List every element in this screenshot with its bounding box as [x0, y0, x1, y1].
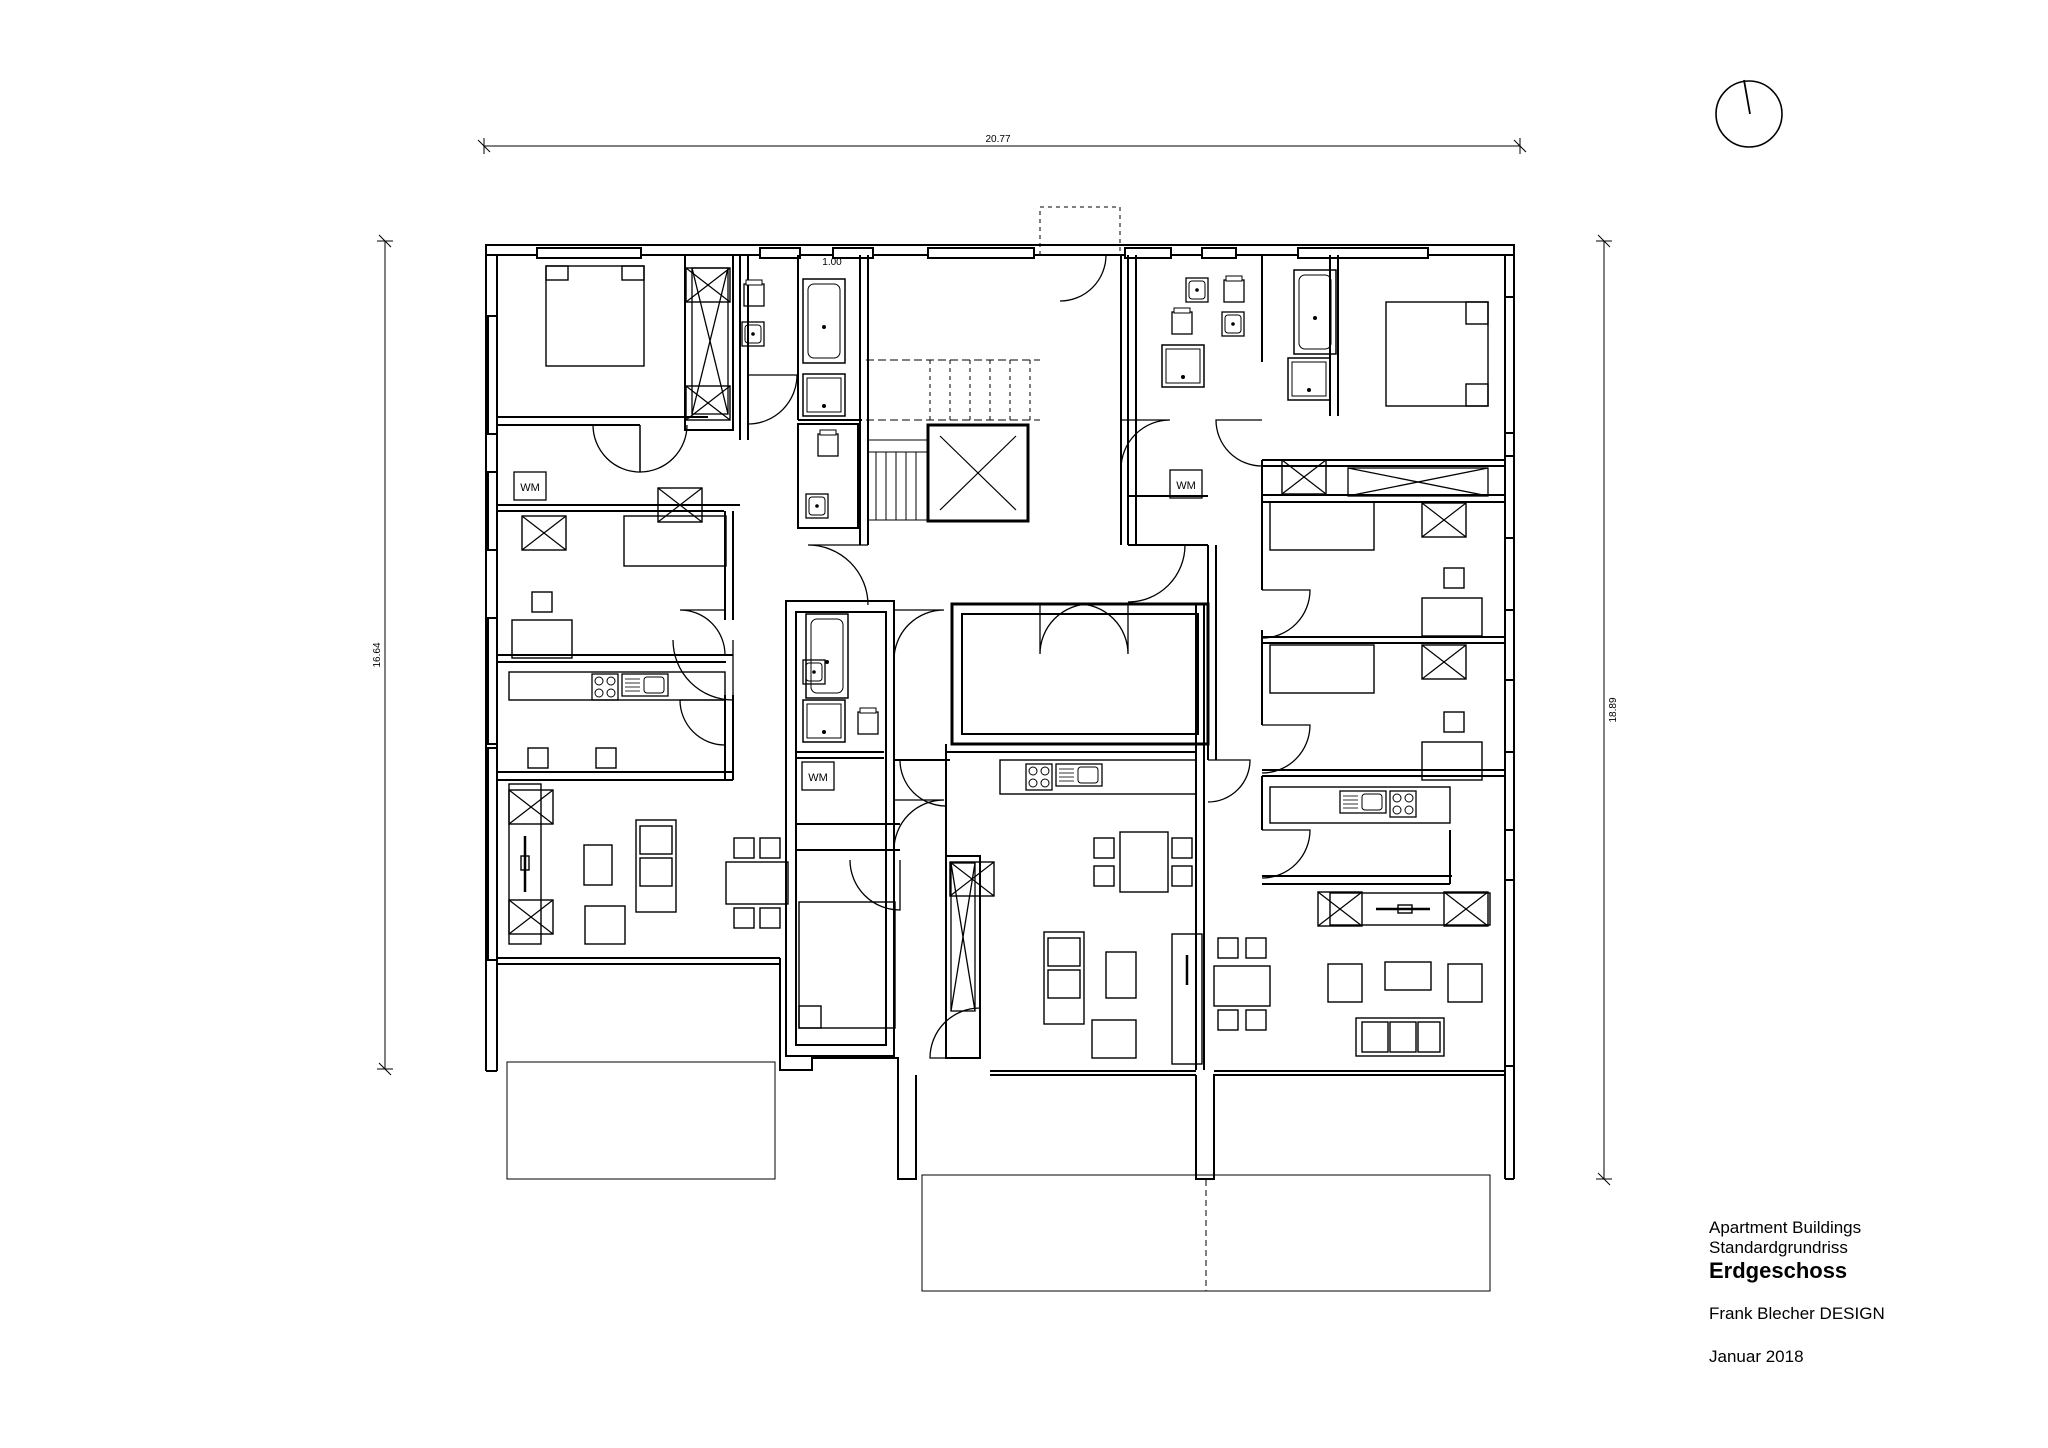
desk-6: [1421, 741, 1483, 781]
bathroom-fixtures: [741, 269, 1337, 743]
furniture: [508, 265, 1491, 1065]
desk-1: [623, 515, 727, 567]
sofa-mid: [1043, 931, 1085, 1025]
wm-label-3: WM: [808, 772, 828, 784]
bed-top-right: [1385, 301, 1489, 407]
dimension-right-height: 18.89: [1608, 697, 1619, 722]
dining-right-left: [1213, 965, 1271, 1007]
armchair-mid: [1091, 1019, 1137, 1059]
designer-block: Frank Blecher DESIGN: [1709, 1304, 1885, 1324]
bed-top-left: [545, 265, 645, 367]
north-arrow-icon: [1715, 79, 1783, 148]
sofa-left: [635, 819, 677, 913]
desk-4: [511, 619, 573, 659]
coffee-table-left: [583, 844, 613, 886]
doors: [592, 254, 1311, 1059]
armchair-left: [584, 905, 626, 945]
floor-name: Erdgeschoss: [1709, 1258, 1848, 1283]
wardrobe-right-living: [1329, 892, 1491, 926]
desk-5: [1421, 597, 1483, 637]
dimension-lines: [377, 138, 1612, 1186]
desk-3: [1269, 644, 1375, 694]
date-block: Januar 2018: [1709, 1347, 1804, 1367]
windows: [487, 247, 1515, 1067]
exterior-walls: [485, 244, 1515, 1180]
sofa-right: [1355, 1017, 1445, 1057]
wm-label-1: WM: [520, 482, 540, 494]
staircase: [866, 359, 1040, 521]
plan-date: Januar 2018: [1709, 1347, 1804, 1366]
dimension-left-height: 16.64: [372, 642, 383, 667]
armchair-right-1: [1327, 963, 1363, 1003]
desk-2: [1269, 501, 1375, 551]
dimension-top-width: 20.77: [985, 134, 1010, 145]
plan-type: Standardgrundriss: [1709, 1238, 1848, 1257]
terraces: [506, 1061, 1491, 1292]
wardrobe-mid-living: [1171, 933, 1203, 1065]
interior-walls: [497, 206, 1505, 1070]
title-block: Apartment Buildings Standardgrundriss Er…: [1709, 1218, 1861, 1284]
tall-cabinets: [691, 267, 1489, 1012]
wardrobe-left-living: [508, 783, 542, 945]
kitchen-counter-mid: [999, 759, 1197, 795]
dining-left: [725, 861, 789, 905]
designer-name: Frank Blecher DESIGN: [1709, 1304, 1885, 1323]
project-name: Apartment Buildings: [1709, 1218, 1862, 1237]
dining-mid: [1119, 831, 1169, 893]
storage-boxes: [508, 267, 1489, 935]
coffee-table-mid: [1105, 951, 1137, 999]
kitchen-counter-right: [1269, 786, 1451, 824]
wm-label-2: WM: [1176, 480, 1196, 492]
kitchen-counter-left: [508, 671, 726, 701]
bed-mid-left: [798, 901, 896, 1029]
washing-machines: WM WM WM: [513, 469, 1203, 791]
coffee-table-right: [1384, 961, 1432, 991]
stair-width-label: 1.00: [822, 257, 842, 268]
armchair-right-2: [1447, 963, 1483, 1003]
